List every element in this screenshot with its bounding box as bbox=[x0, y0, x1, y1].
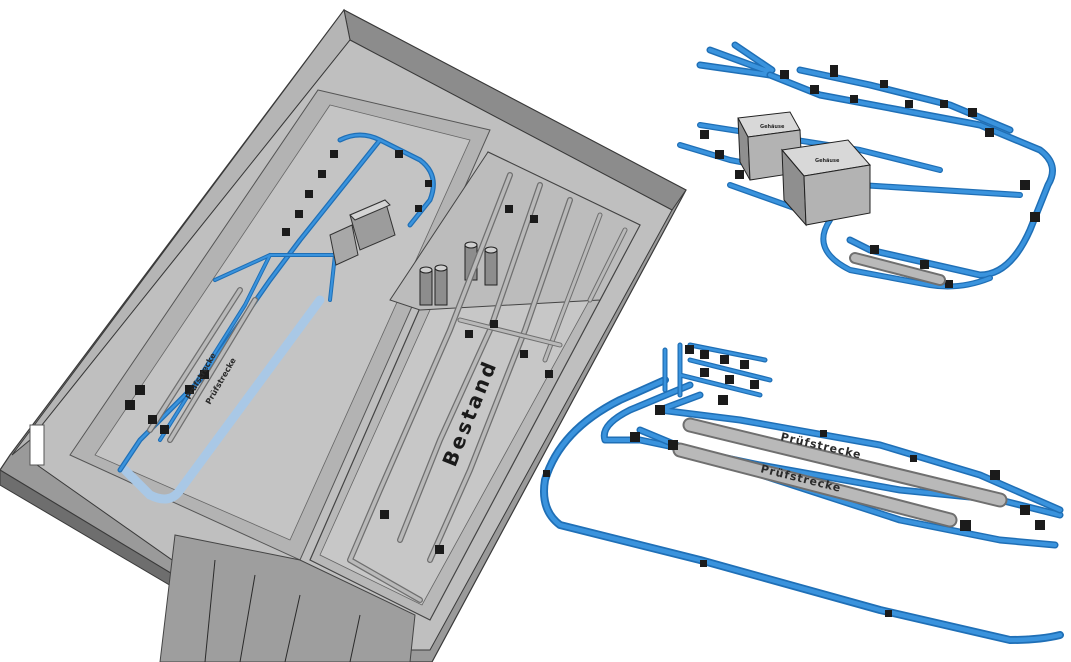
lower-end-valves bbox=[543, 430, 1045, 617]
bottom-rooms bbox=[159, 534, 416, 662]
upper-valves bbox=[700, 65, 1040, 288]
bestand-pipes bbox=[347, 172, 628, 603]
enclosure-1-label: Gehäuse bbox=[760, 124, 785, 130]
upper-pipe-assembly: Gehäuse Gehäuse bbox=[677, 41, 1056, 290]
upper-enclosure-2: Gehäuse bbox=[781, 139, 871, 227]
lower-pipe-assembly: Prüfstrecke Prüfstrecke bbox=[540, 342, 1064, 644]
hall-valves bbox=[125, 150, 432, 434]
door-opening bbox=[29, 424, 45, 466]
hall-boxes bbox=[329, 199, 396, 266]
tanks bbox=[419, 241, 498, 306]
enclosure-2-label: Gehäuse bbox=[815, 158, 840, 164]
lower-valve-block bbox=[630, 342, 773, 450]
building-model: Prüfstrecke Prüfstrecke bbox=[0, 8, 687, 662]
floor-guide-line bbox=[120, 295, 325, 504]
